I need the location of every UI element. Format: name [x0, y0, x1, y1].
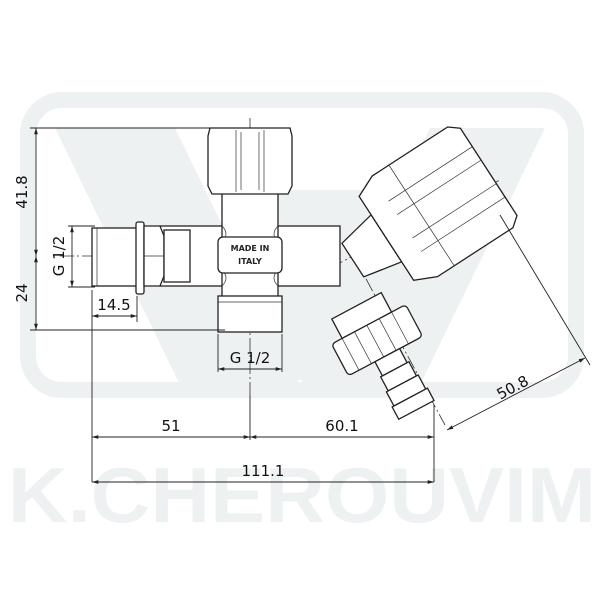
watermark-brand-text: K.CHEROUVIM — [8, 451, 596, 539]
dim-outlet-thread: G 1/2 — [230, 349, 271, 367]
dim-total-width: 111.1 — [242, 462, 285, 480]
valve-drawing: MADE IN ITALY — [91, 126, 518, 421]
angled-handle — [341, 126, 518, 281]
dim-left-span: 51 — [161, 417, 180, 435]
dim-height-lower: 24 — [13, 283, 31, 302]
dim-right-span: 60.1 — [325, 417, 358, 435]
left-inlet-fitting — [91, 221, 191, 295]
dim-inlet-length: 14.5 — [97, 296, 130, 314]
stamp-line-2: ITALY — [238, 257, 262, 266]
dim-height-upper: 41.8 — [13, 175, 31, 208]
bottom-outlet-thread — [217, 295, 283, 333]
dim-diagonal-length: 50.8 — [494, 372, 532, 404]
dim-inlet-thread: G 1/2 — [50, 236, 68, 277]
made-in-italy-stamp: MADE IN ITALY — [217, 236, 283, 274]
stamp-line-1: MADE IN — [231, 244, 270, 253]
hose-outlet — [330, 291, 435, 421]
top-handle — [207, 127, 293, 195]
dimension-lines — [30, 127, 591, 484]
watermark-frame — [20, 92, 584, 398]
watermark-logo: K.CHEROUVIM — [8, 92, 596, 539]
